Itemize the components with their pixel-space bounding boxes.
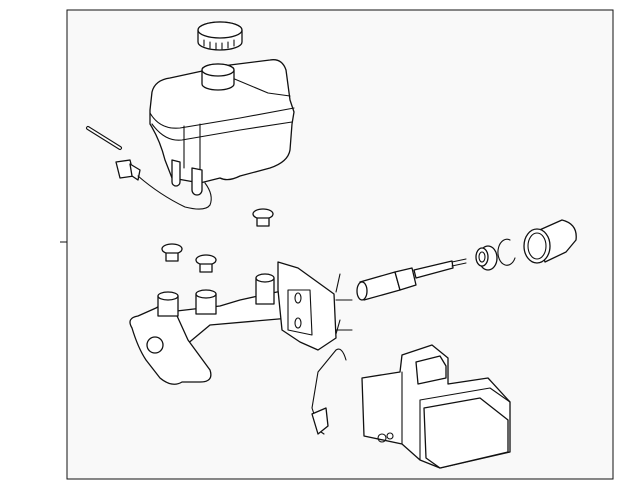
master-cylinder[interactable] [129,261,353,385]
pin[interactable] [86,126,122,150]
reservoir-cap[interactable] [197,21,243,51]
actuator[interactable] [361,344,511,469]
sensor-connector[interactable] [115,159,212,210]
plug[interactable] [252,208,274,227]
bracket[interactable] [311,348,347,435]
plug[interactable] [195,254,217,273]
plug[interactable] [161,243,183,262]
seal[interactable] [475,245,498,271]
boot[interactable] [523,219,577,264]
snap-ring[interactable] [497,238,516,266]
reservoir-tank[interactable] [149,59,295,196]
push-rod[interactable] [356,258,467,301]
